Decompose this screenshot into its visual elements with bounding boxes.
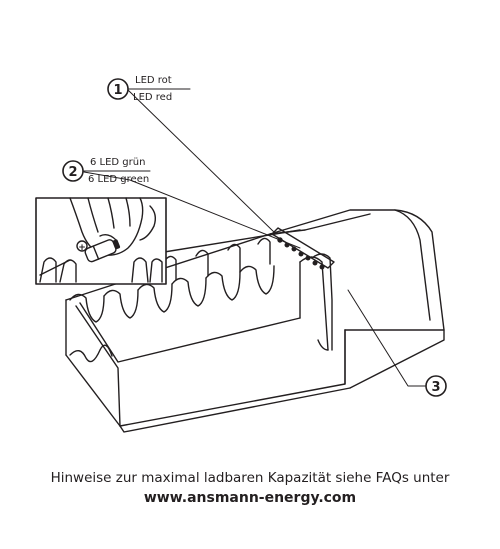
- hand-outline: [69, 197, 144, 256]
- callout-2-label-de: 6 LED grün: [90, 157, 145, 168]
- callout-1-label-de: LED rot: [135, 75, 172, 86]
- callout-1-label-en: LED red: [133, 92, 172, 103]
- led-green-6: [319, 264, 325, 270]
- leader-lines: [83, 89, 428, 387]
- callout-2-label-en: 6 LED green: [88, 174, 149, 185]
- capacity-note: Hinweise zur maximal ladbaren Kapazität …: [50, 470, 450, 486]
- led-green-5: [312, 260, 318, 266]
- callout-circles: [62, 78, 447, 397]
- callout-1-number: 1: [113, 83, 122, 98]
- website-url: www.ansmann-energy.com: [143, 490, 357, 506]
- led-green-3: [298, 251, 304, 257]
- inset-battery: [84, 239, 121, 263]
- battery-plus-sign: +: [78, 243, 86, 253]
- charger-housing: [269, 209, 445, 389]
- callout-2-number: 2: [68, 165, 77, 180]
- callout-3-number: 3: [431, 380, 440, 395]
- led-green-2: [291, 246, 297, 252]
- callout-3-circle: [425, 375, 447, 397]
- led-green-4: [305, 255, 311, 261]
- led-strip: [271, 227, 335, 270]
- inset-panel: [35, 197, 167, 285]
